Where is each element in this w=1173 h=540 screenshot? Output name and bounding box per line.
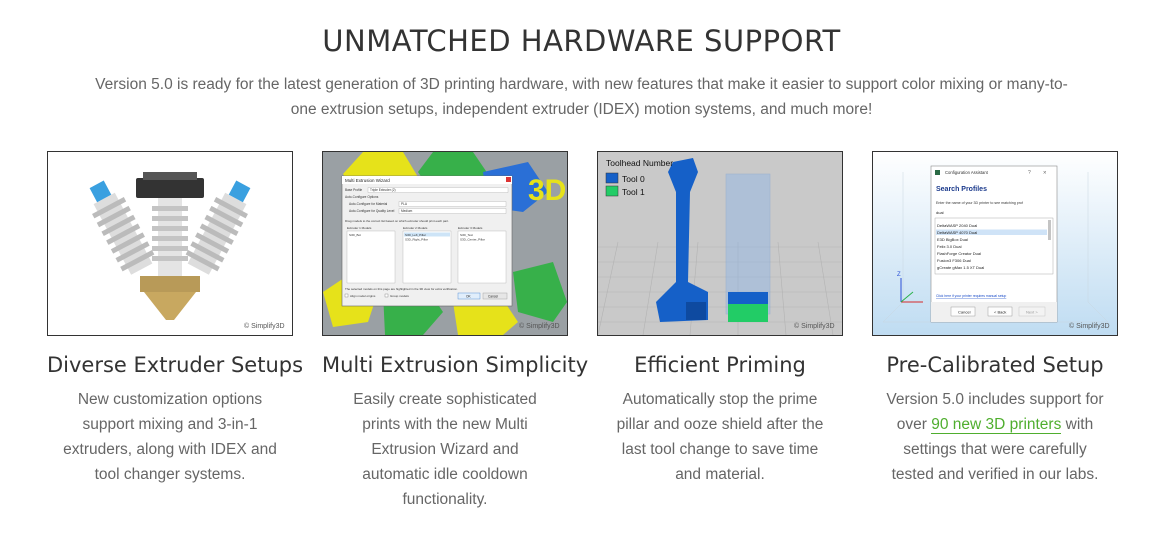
legend-item-tool-0: Tool 0 [622, 174, 645, 184]
z-axis-label: Z [897, 272, 901, 278]
extruder-3-column-label: Extruder 3 Models [458, 226, 483, 230]
copyright-label: © Simplify3D [1069, 322, 1110, 330]
configuration-assistant-screenshot: Z Configuration Assistant ? × Search Pro… [872, 151, 1118, 336]
toolhead-priming-render: Toolhead Number Tool 0 Tool 1 © Simplify… [597, 151, 843, 336]
manual-setup-link: Click here if your printer requires manu… [936, 294, 1006, 298]
multi-extrusion-wizard-screenshot: 3D Multi Extrusion Wizard Base Profile T… [322, 151, 568, 336]
section-title: UNMATCHED HARDWARE SUPPORT [322, 24, 841, 58]
results-item: gCreate gMax 1.5 XT Dual [937, 265, 984, 270]
auto-configure-heading: Auto-Configure Options [345, 195, 379, 199]
list-item: S3D_Left_Pillar [405, 233, 426, 237]
feature-card-multi-extrusion: 3D Multi Extrusion Wizard Base Profile T… [322, 151, 589, 512]
feature-card-extruder-setups: © Simplify3D Diverse Extruder Setups New… [47, 151, 304, 487]
group-checkbox-label: Group models [390, 294, 409, 298]
results-item: Felix 3.0 Dual [937, 244, 962, 249]
legend-title: Toolhead Number [606, 158, 673, 168]
assistant-heading: Search Profiles [936, 186, 987, 193]
list-item: S3D_Text [460, 233, 473, 237]
feature-description: Version 5.0 includes support for over 90… [885, 387, 1105, 487]
results-item-selected: DeltaWASP 4070 Dual [937, 230, 977, 235]
align-checkbox-label: Align model origins [350, 294, 376, 298]
printer-search-input: dual [936, 210, 944, 215]
assistant-prompt: Enter the name of your 3D printer to see… [936, 201, 1023, 205]
feature-title: Multi Extrusion Simplicity [322, 353, 589, 377]
copyright-label: © Simplify3D [519, 322, 560, 330]
results-item: E3D BigBox Dual [937, 237, 968, 242]
list-item: S3D_Bot [349, 233, 361, 237]
feature-title: Efficient Priming [634, 353, 806, 377]
description-text: Version 5.0 includes support for over [886, 391, 1104, 433]
wizard-ok-button: OK [466, 294, 471, 298]
base-profile-select: Triple Extruder (2) [370, 188, 396, 192]
results-item: Fusion3 F306 Dual [937, 258, 971, 263]
new-printers-link[interactable]: 90 new 3D printers [931, 416, 1062, 434]
assistant-window-title: Configuration Assistant [945, 170, 989, 175]
tool-1-swatch [605, 185, 619, 197]
wizard-instruction: Drag models to the correct list based on… [345, 219, 449, 223]
legend-item-tool-1: Tool 1 [622, 187, 645, 197]
list-item: S3D_Right_Pillar [405, 238, 428, 242]
extruder-2-column-label: Extruder 2 Models [403, 226, 428, 230]
assistant-next-button: Next > [1026, 310, 1038, 315]
wizard-window-title: Multi Extrusion Wizard [345, 178, 390, 183]
feature-description: Automatically stop the prime pillar and … [616, 391, 824, 483]
wizard-cancel-button: Cancel [488, 294, 498, 298]
auto-material-label: Auto-Configure for Material [349, 202, 388, 206]
feature-title: Pre-Calibrated Setup [886, 353, 1104, 377]
wizard-footer-note: The selected models on this page are hig… [345, 287, 458, 291]
auto-quality-label: Auto-Configure for Quality Level [349, 209, 395, 213]
section-intro: Version 5.0 is ready for the latest gene… [95, 76, 1068, 118]
feature-card-priming: Toolhead Number Tool 0 Tool 1 © Simplify… [597, 151, 843, 487]
help-icon: ? [1028, 170, 1031, 176]
feature-description: Easily create sophisticated prints with … [353, 391, 537, 508]
description-text: with settings that were carefully tested… [891, 416, 1099, 483]
assistant-cancel-button: Cancel [958, 310, 971, 315]
auto-quality-select: Medium [401, 209, 413, 213]
results-item: FlashForge Creator Dual [937, 251, 981, 256]
close-icon: × [1043, 171, 1047, 177]
base-profile-label: Base Profile [345, 188, 362, 192]
feature-title: Diverse Extruder Setups [47, 353, 304, 377]
results-item: DeltaWASP 2040 Dual [937, 223, 977, 228]
assistant-back-button: < Back [994, 310, 1006, 315]
copyright-label: © Simplify3D [244, 322, 285, 330]
triple-extruder-hotend-image: © Simplify3D [47, 151, 293, 336]
feature-description: New customization options support mixing… [63, 391, 277, 483]
feature-card-pre-calibrated: Z Configuration Assistant ? × Search Pro… [872, 151, 1118, 487]
copyright-label: © Simplify3D [794, 322, 835, 330]
auto-material-select: PLA [401, 202, 408, 206]
logo-3d-text: 3D [528, 174, 566, 207]
tool-0-swatch [605, 172, 619, 184]
list-item: S3D_Center_Pillar [460, 238, 485, 242]
extruder-1-column-label: Extruder 1 Models [347, 226, 372, 230]
